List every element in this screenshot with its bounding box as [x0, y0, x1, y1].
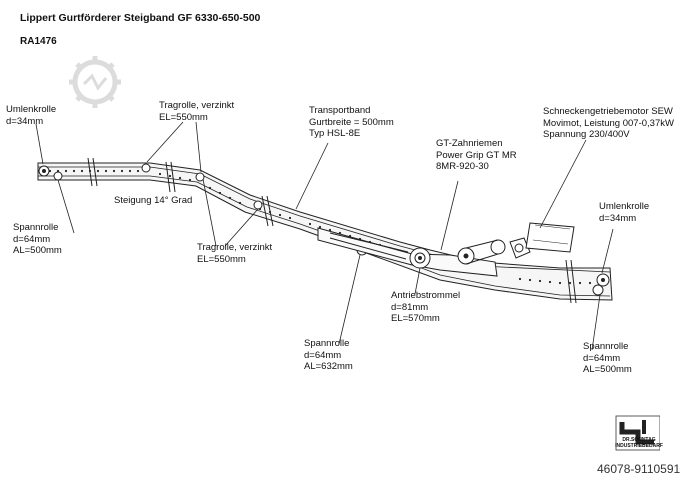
label-spannrolle-left: Spannrolle d=64mm AL=500mm	[13, 222, 62, 256]
label-tragrolle-top: Tragrolle, verzinkt EL=550mm	[159, 100, 235, 123]
dr-sonntag-logo	[615, 415, 660, 451]
umlenkrolle-right-roller	[596, 273, 610, 287]
getriebemotor	[509, 222, 575, 259]
label-gt-zahnriemen: GT-Zahnriemen Power Grip GT MR 8MR-920-3…	[436, 138, 517, 172]
gt-zahnriemen-drive	[457, 239, 506, 265]
label-motor: Schneckengetriebemotor SEW Movimot, Leis…	[543, 106, 674, 140]
logo-text: DR.SONNTAG INDUSTRIEBEDARF	[615, 437, 663, 449]
page-title: Lippert Gurtförderer Steigband GF 6330-6…	[20, 12, 261, 24]
label-antriebstrommel: Antriebstrommel d=81mm EL=570mm	[391, 290, 461, 324]
label-tragrolle-bottom: Tragrolle, verzinkt EL=550mm	[197, 242, 273, 265]
label-umlenkrolle-left: Umlenkrolle d=34mm	[6, 104, 57, 127]
drawing-number: RA1476	[20, 36, 57, 47]
antriebstrommel-drum	[409, 247, 431, 269]
break-marks	[87, 157, 577, 304]
listing-code: 46078-9110591	[597, 462, 681, 476]
umlenkrolle-left-roller	[38, 165, 50, 177]
label-transportband: Transportband Gurtbreite = 500mm Typ HSL…	[309, 105, 394, 139]
tragrolle-rollers	[141, 163, 263, 210]
watermark-gear-icon	[69, 56, 121, 108]
leader-lines	[35, 121, 614, 351]
label-umlenkrolle-right: Umlenkrolle d=34mm	[599, 201, 650, 224]
label-spannrolle-middle: Spannrolle d=64mm AL=632mm	[304, 338, 353, 372]
label-spannrolle-right: Spannrolle d=64mm AL=500mm	[583, 341, 632, 375]
label-steigung: Steigung 14° Grad	[114, 195, 193, 206]
